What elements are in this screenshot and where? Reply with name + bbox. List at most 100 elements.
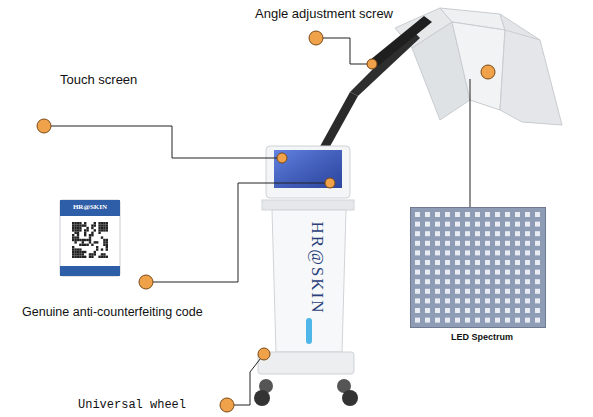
qr-module bbox=[103, 241, 105, 243]
qr-module bbox=[98, 224, 100, 226]
led-bead bbox=[485, 270, 490, 275]
qr-module bbox=[72, 229, 74, 231]
led-bead bbox=[505, 231, 510, 236]
leader-lines bbox=[51, 38, 470, 405]
callout-label: Angle adjustment screw bbox=[255, 6, 393, 21]
led-bead bbox=[455, 231, 460, 236]
led-bead bbox=[505, 308, 510, 313]
led-bead bbox=[465, 270, 470, 275]
led-bead bbox=[415, 289, 420, 294]
qr-module bbox=[89, 253, 91, 255]
led-bead bbox=[425, 241, 430, 246]
led-bead bbox=[495, 289, 500, 294]
qr-module bbox=[74, 251, 76, 253]
callout-dot bbox=[309, 31, 323, 45]
led-bead bbox=[425, 308, 430, 313]
qr-module bbox=[91, 224, 93, 226]
led-bead bbox=[445, 308, 450, 313]
card-body bbox=[60, 200, 120, 276]
led-bead bbox=[475, 212, 480, 217]
qr-module bbox=[94, 224, 96, 226]
qr-module bbox=[106, 229, 108, 231]
qr-module bbox=[82, 251, 84, 253]
led-bead bbox=[495, 279, 500, 284]
qr-module bbox=[72, 248, 74, 250]
qr-module bbox=[72, 239, 74, 241]
led-bead bbox=[495, 222, 500, 227]
led-bead bbox=[475, 318, 480, 323]
led-bead bbox=[425, 260, 430, 265]
led-bead bbox=[505, 212, 510, 217]
led-bead bbox=[525, 231, 530, 236]
led-bead bbox=[525, 241, 530, 246]
qr-module bbox=[89, 241, 91, 243]
led-bead bbox=[515, 231, 520, 236]
led-bead bbox=[495, 250, 500, 255]
led-bead bbox=[515, 318, 520, 323]
tower-base bbox=[258, 352, 354, 374]
led-bead bbox=[465, 308, 470, 313]
led-grid bbox=[410, 207, 546, 328]
qr-module bbox=[89, 256, 91, 258]
led-bead bbox=[435, 308, 440, 313]
led-bead bbox=[485, 250, 490, 255]
led-bead bbox=[475, 270, 480, 275]
qr-module bbox=[98, 232, 100, 234]
qr-module bbox=[79, 244, 81, 246]
led-bead bbox=[425, 318, 430, 323]
qr-module bbox=[101, 222, 103, 224]
qr-module bbox=[94, 222, 96, 224]
qr-module bbox=[91, 256, 93, 258]
led-bead bbox=[425, 212, 430, 217]
qr-module bbox=[84, 251, 86, 253]
led-bead bbox=[465, 241, 470, 246]
qr-module bbox=[91, 232, 93, 234]
qr-module bbox=[103, 253, 105, 255]
tower bbox=[258, 146, 354, 374]
led-bead bbox=[415, 279, 420, 284]
led-bead bbox=[485, 222, 490, 227]
led-bead bbox=[495, 270, 500, 275]
led-bead bbox=[515, 308, 520, 313]
led-bead bbox=[415, 250, 420, 255]
qr-module bbox=[94, 253, 96, 255]
qr-module bbox=[74, 224, 76, 226]
qr-module bbox=[91, 227, 93, 229]
led-bead bbox=[525, 250, 530, 255]
led-bead bbox=[535, 289, 540, 294]
qr-module bbox=[101, 256, 103, 258]
qr-module bbox=[82, 239, 84, 241]
led-bead bbox=[525, 308, 530, 313]
led-bead bbox=[495, 260, 500, 265]
led-bead bbox=[475, 289, 480, 294]
qr-module bbox=[72, 253, 74, 255]
qr-module bbox=[103, 222, 105, 224]
qr-module bbox=[82, 253, 84, 255]
qr-module bbox=[101, 236, 103, 238]
led-bead bbox=[485, 289, 490, 294]
qr-module bbox=[77, 234, 79, 236]
qr-module bbox=[79, 222, 81, 224]
qr-module bbox=[94, 229, 96, 231]
qr-module bbox=[106, 227, 108, 229]
led-bead bbox=[495, 308, 500, 313]
qr-module bbox=[86, 229, 88, 231]
qr-module bbox=[74, 239, 76, 241]
qr-module bbox=[79, 229, 81, 231]
led-bead bbox=[465, 222, 470, 227]
led-bead bbox=[535, 279, 540, 284]
leader-line bbox=[51, 126, 282, 158]
leader-line bbox=[153, 183, 330, 282]
led-bead bbox=[485, 298, 490, 303]
qr-module bbox=[74, 241, 76, 243]
screen-glow bbox=[274, 150, 342, 188]
wheels bbox=[254, 379, 358, 406]
led-bead bbox=[455, 270, 460, 275]
led-bead bbox=[495, 231, 500, 236]
qr-module bbox=[101, 229, 103, 231]
led-bead bbox=[445, 212, 450, 217]
led-bead bbox=[455, 250, 460, 255]
led-bead bbox=[445, 260, 450, 265]
led-bead bbox=[445, 231, 450, 236]
led-bead bbox=[455, 222, 460, 227]
